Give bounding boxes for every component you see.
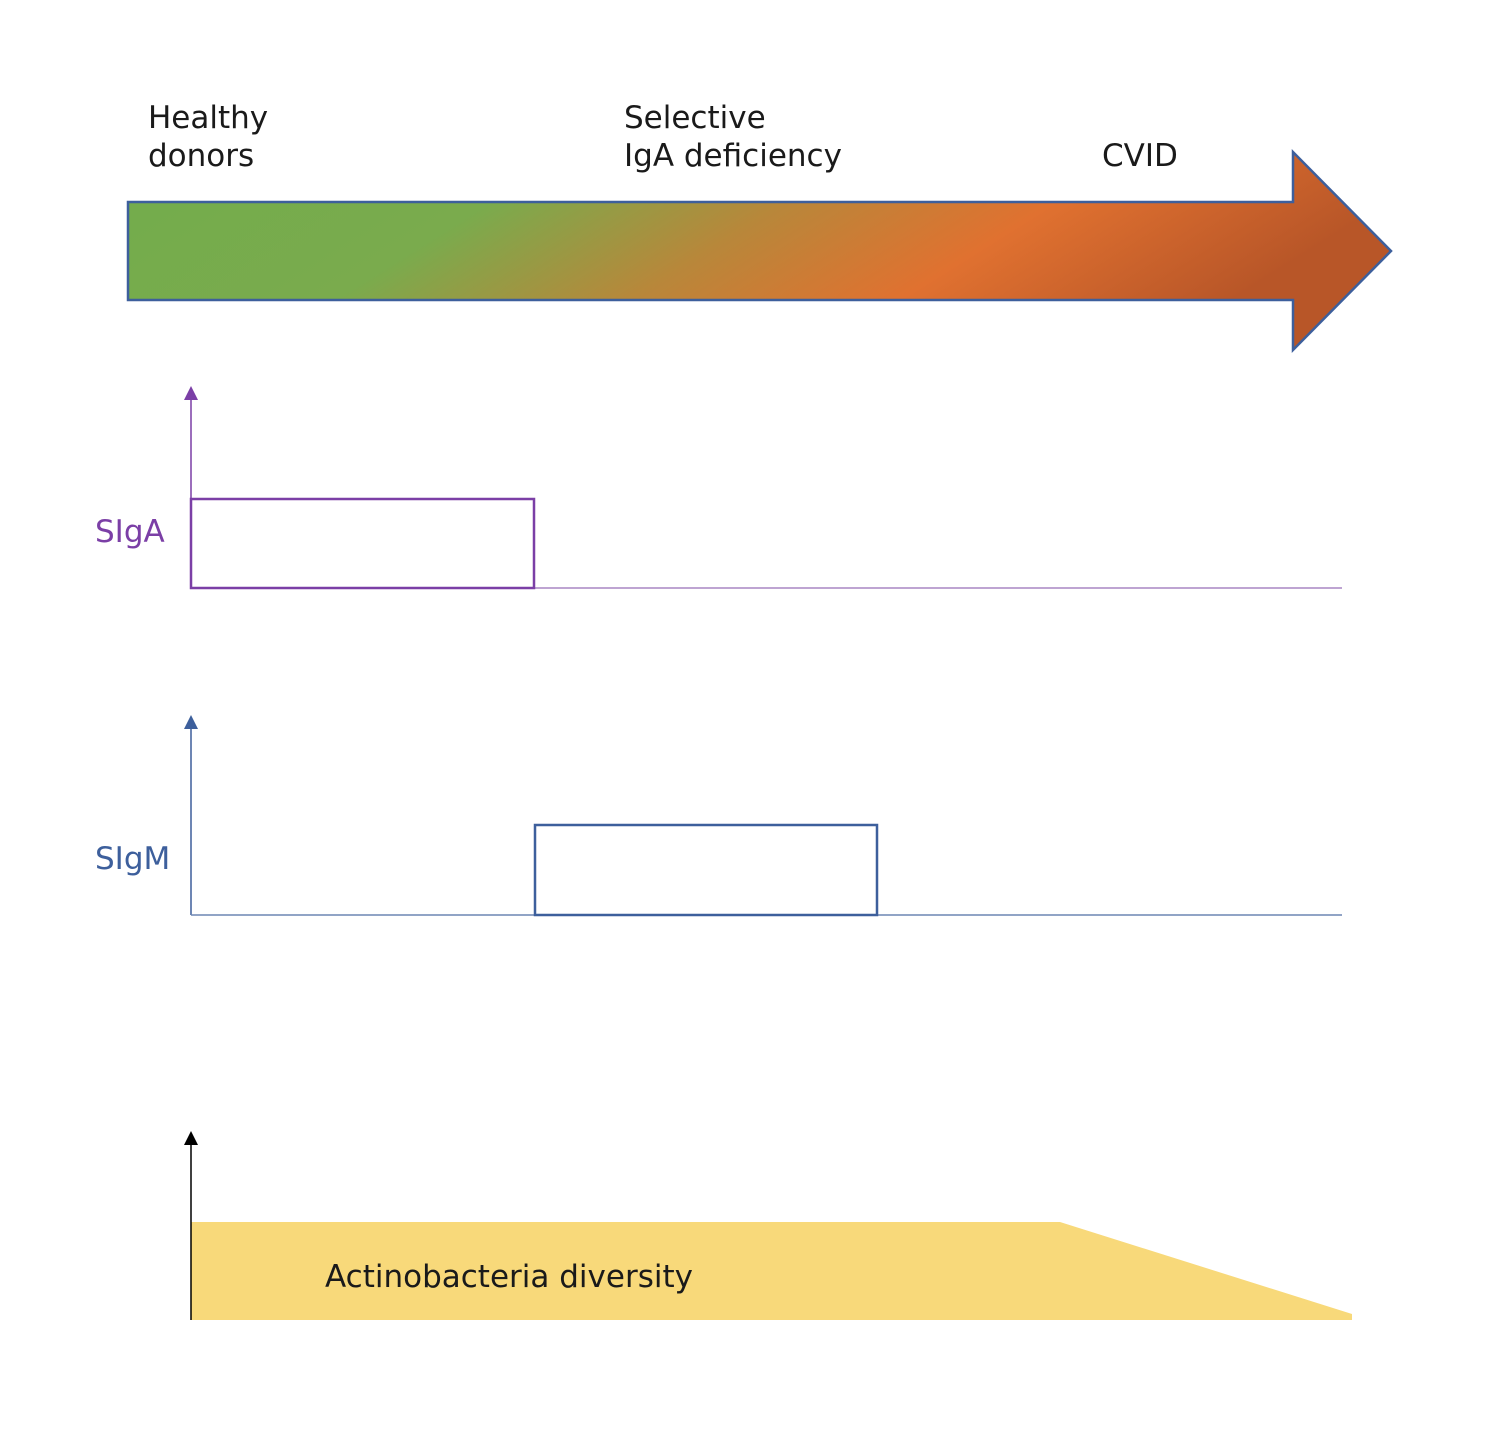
stage-selective-line1: Selective (624, 100, 766, 136)
diversity-label: Actinobacteria diversity (325, 1259, 693, 1295)
progression-arrow (126, 148, 1393, 354)
siga-panel: SIgA (95, 386, 1342, 590)
stage-selective-line2: IgA deficiency (624, 138, 842, 174)
diversity-panel: Actinobacteria diversity (184, 1131, 1352, 1320)
sigm-panel: SIgM (95, 715, 1342, 917)
siga-level-box (189, 497, 536, 590)
sigm-label: SIgM (95, 841, 170, 877)
siga-label: SIgA (95, 514, 165, 550)
diversity-axis-arrowhead (184, 1131, 198, 1145)
siga-axis-arrowhead (184, 386, 198, 400)
stage-healthy-line2: donors (148, 138, 254, 174)
stage-healthy-line1: Healthy (148, 100, 268, 136)
sigm-level-box (533, 823, 879, 917)
stage-cvid: CVID (1102, 138, 1178, 174)
sigm-axis-arrowhead (184, 715, 198, 729)
diversity-area (191, 1222, 1352, 1320)
